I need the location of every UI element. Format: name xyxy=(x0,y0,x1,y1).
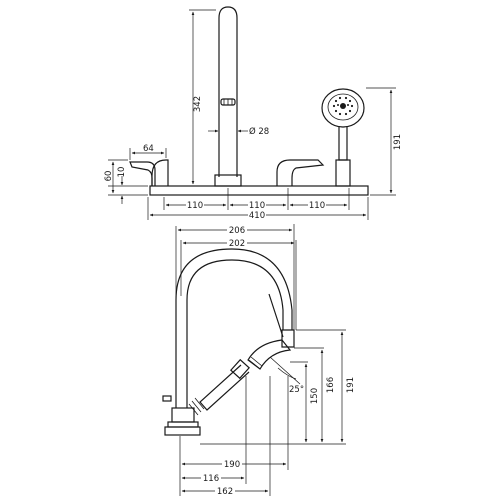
label-410: 410 xyxy=(249,211,265,221)
dim-side-heights: 150 166 191 xyxy=(200,329,356,445)
label-25: 25° xyxy=(289,385,304,395)
right-handle xyxy=(276,159,325,186)
dim-spacings: 110 110 110 410 xyxy=(147,188,369,221)
label-60: 60 xyxy=(104,171,114,182)
side-view: 206 202 25° 150 166 191 xyxy=(162,224,356,497)
label-10: 10 xyxy=(117,167,127,178)
label-166: 166 xyxy=(326,377,336,393)
deck-plate xyxy=(149,185,369,196)
label-150: 150 xyxy=(310,388,320,404)
handshower xyxy=(321,88,365,187)
dim-342: 342 xyxy=(189,9,216,185)
label-190: 190 xyxy=(224,460,240,470)
left-handle xyxy=(129,159,169,186)
side-spout xyxy=(175,248,295,408)
dim-206-202: 206 202 xyxy=(175,224,297,330)
label-162: 162 xyxy=(217,487,233,497)
dim-64: 64 xyxy=(129,144,167,160)
dim-angle: 25° xyxy=(269,356,304,395)
label-191-front: 191 xyxy=(393,134,403,150)
side-handshower xyxy=(188,339,292,416)
dim-60-10: 60 10 xyxy=(104,159,148,204)
label-342: 342 xyxy=(193,96,203,112)
label-64: 64 xyxy=(143,144,154,154)
label-diameter: Ø 28 xyxy=(249,126,269,137)
label-191-side: 191 xyxy=(346,377,356,393)
label-110-left: 110 xyxy=(187,201,203,211)
dim-diameter: Ø 28 xyxy=(208,126,269,137)
label-110-middle: 110 xyxy=(249,201,265,211)
label-116: 116 xyxy=(203,474,219,484)
dim-side-bottom: 190 116 162 xyxy=(179,376,289,497)
label-202: 202 xyxy=(229,239,245,249)
spout xyxy=(214,6,242,187)
label-110-right: 110 xyxy=(309,201,325,211)
dim-191-front: 191 xyxy=(366,87,403,196)
front-view: 342 Ø 28 64 60 10 xyxy=(104,6,403,221)
label-206: 206 xyxy=(229,226,245,236)
side-base xyxy=(162,395,201,436)
